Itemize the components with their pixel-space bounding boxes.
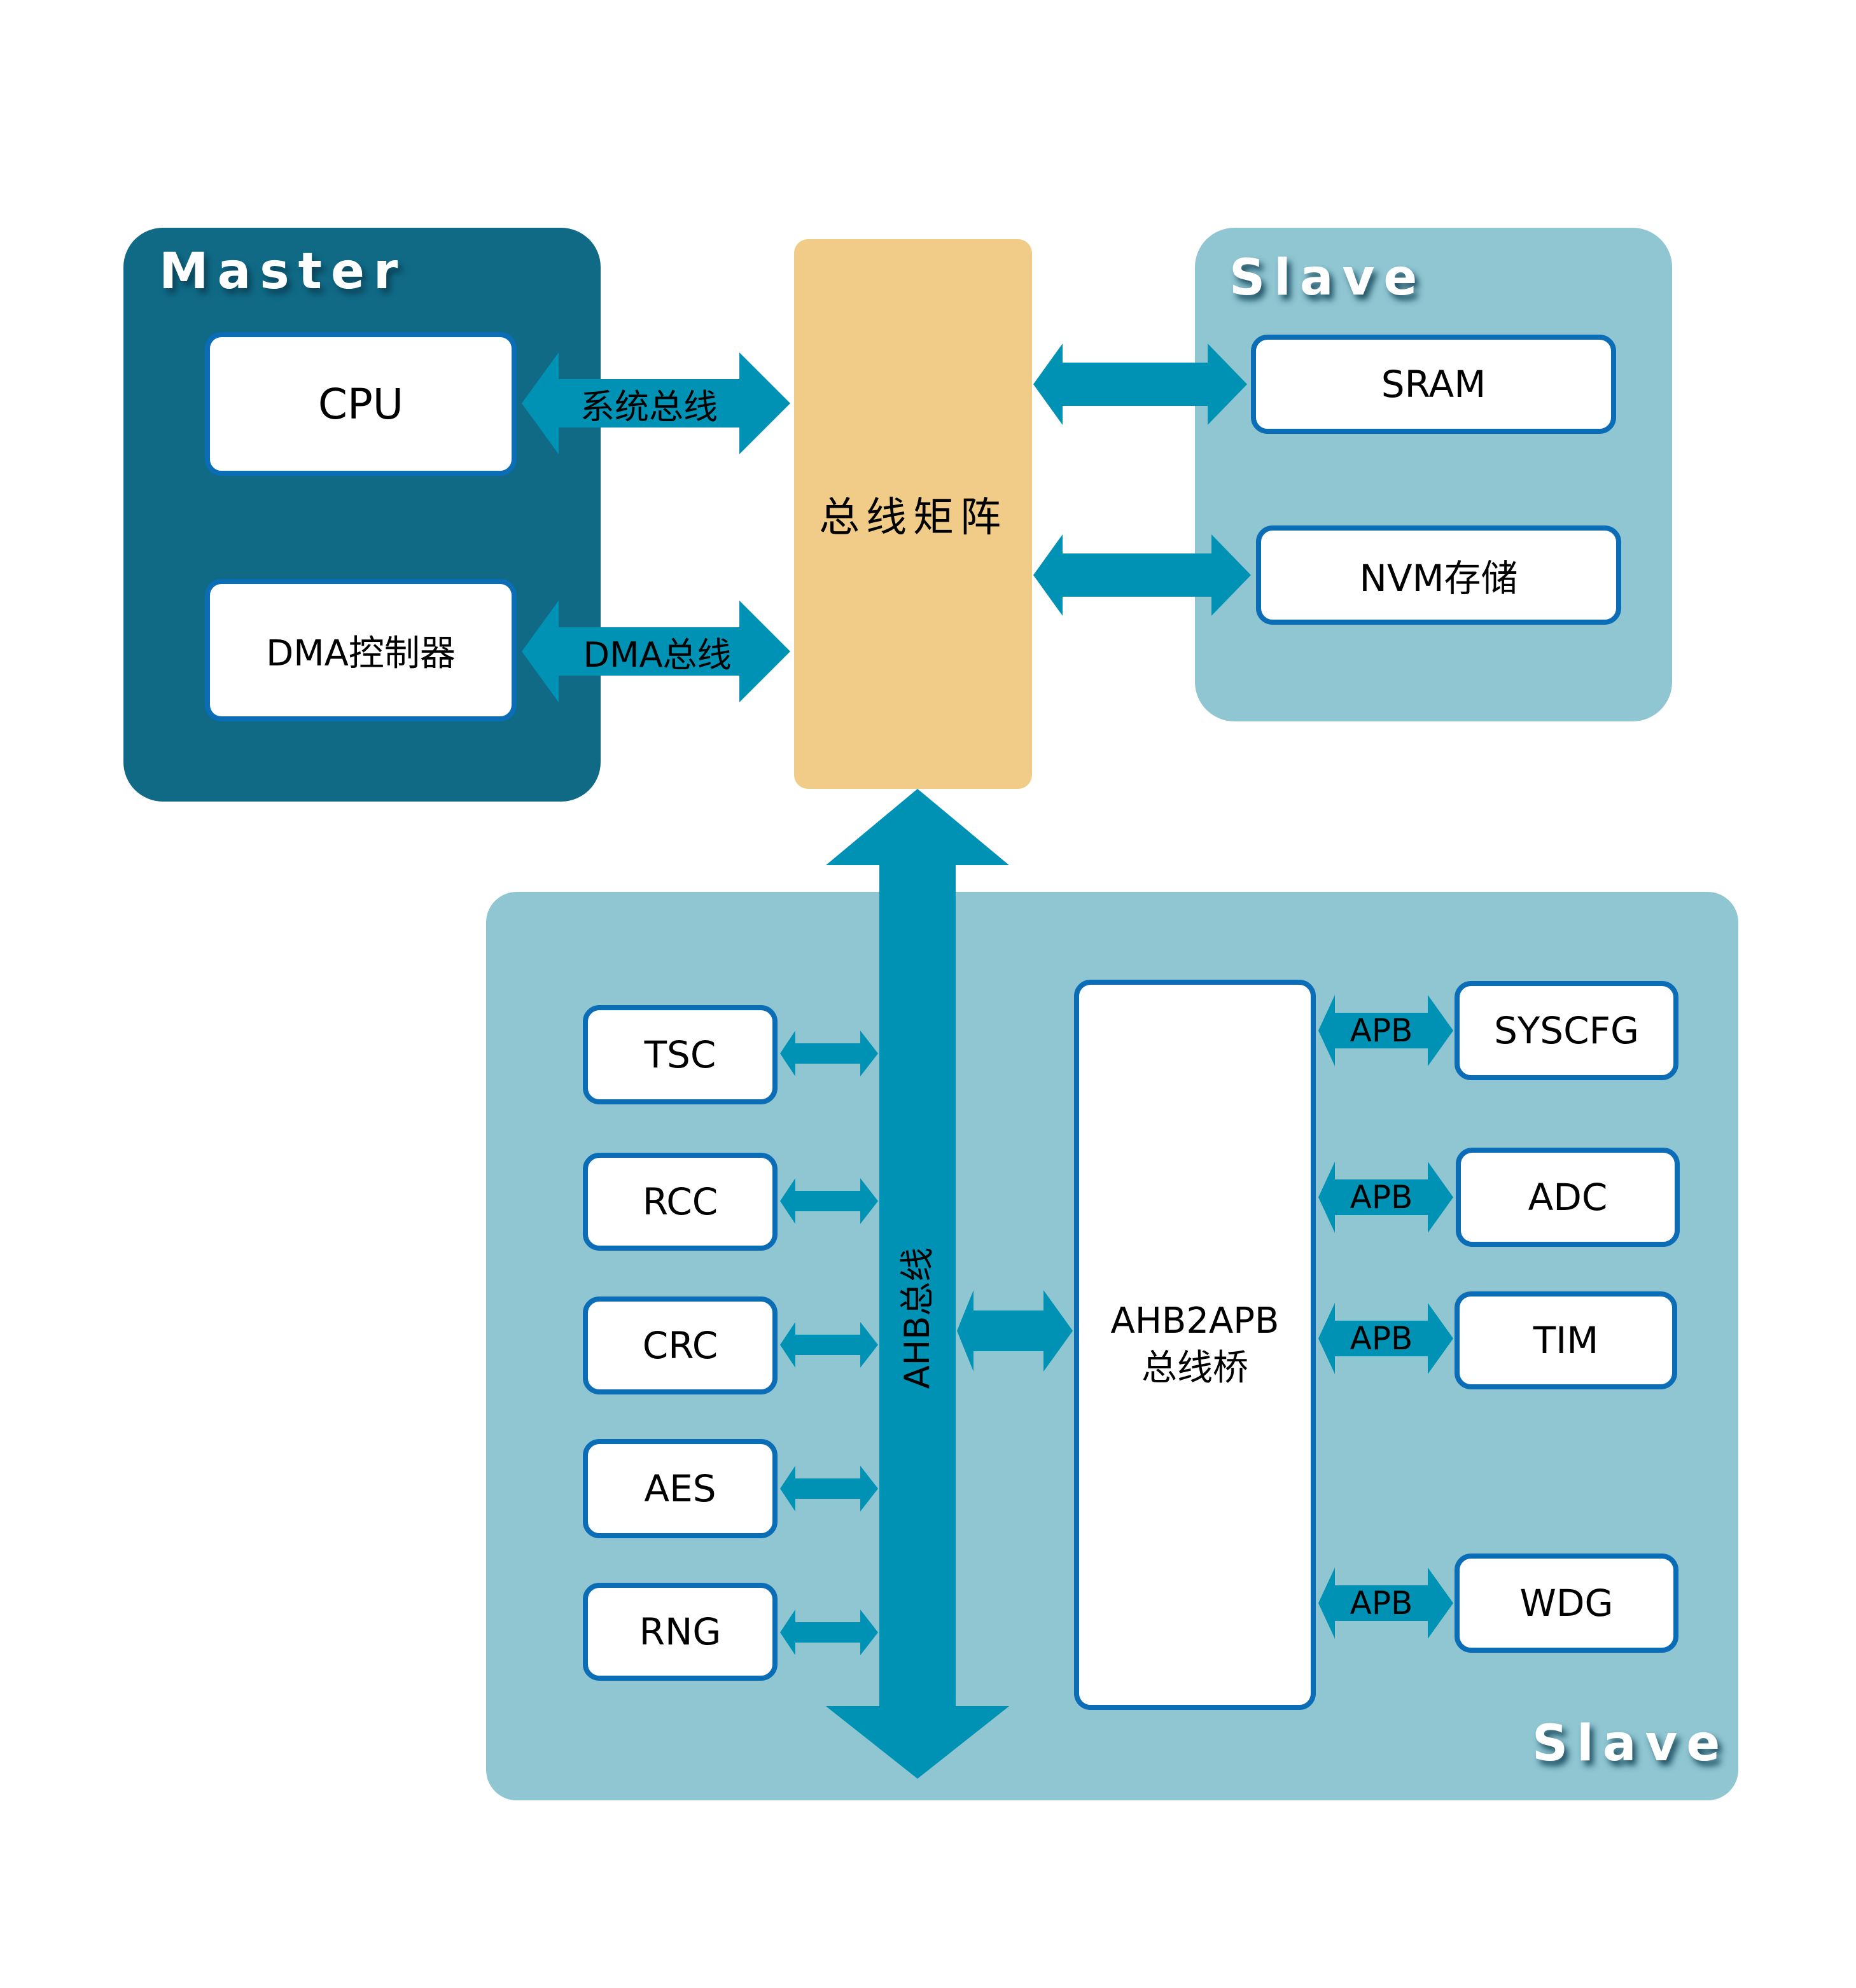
aes-label: AES: [644, 1467, 716, 1510]
apb-label-tim: APB: [1350, 1320, 1413, 1357]
syscfg-apb-arrow: [1318, 995, 1453, 1066]
apb-label-adc: APB: [1350, 1179, 1413, 1216]
sram-label: SRAM: [1381, 363, 1486, 406]
sram-bus-arrow: [1033, 344, 1247, 425]
sram-box[interactable]: SRAM: [1251, 335, 1616, 434]
ahb-peripheral-tsc[interactable]: TSC: [583, 1005, 778, 1104]
system-bus-label: 系统总线: [580, 386, 718, 427]
nvm-label: NVM存储: [1359, 557, 1518, 600]
apb-label-syscfg: APB: [1350, 1012, 1413, 1049]
tsc-label: TSC: [644, 1033, 716, 1076]
bridge-label-line2: 总线桥: [1141, 1347, 1248, 1389]
rcc-arrow: [780, 1178, 878, 1224]
rcc-label: RCC: [642, 1180, 718, 1223]
dma-controller-box[interactable]: DMA控制器: [205, 579, 517, 721]
tim-apb-arrow: [1318, 1303, 1453, 1374]
apb-label-wdg: APB: [1350, 1585, 1413, 1622]
tsc-arrow: [780, 1031, 878, 1076]
apb-peripheral-wdg[interactable]: WDG: [1455, 1554, 1678, 1653]
ahb-bus-arrow: [826, 789, 1009, 1779]
syscfg-label: SYSCFG: [1494, 1009, 1639, 1052]
adc-label: ADC: [1528, 1176, 1608, 1219]
tim-label: TIM: [1533, 1319, 1599, 1362]
ahb-peripheral-arrows: [780, 1031, 878, 1655]
slave-bottom-title: Slave: [1532, 1715, 1729, 1772]
wdg-apb-arrow: [1318, 1567, 1453, 1639]
ahb-peripheral-aes[interactable]: AES: [583, 1439, 778, 1538]
ahb-peripheral-rng[interactable]: RNG: [583, 1583, 778, 1681]
crc-label: CRC: [642, 1324, 718, 1367]
dma-bus-arrow: [522, 601, 790, 702]
ahb-peripheral-crc[interactable]: CRC: [583, 1296, 778, 1394]
wdg-label: WDG: [1519, 1581, 1614, 1625]
bridge-bus-arrow: [957, 1290, 1073, 1372]
system-bus-arrow: [522, 352, 790, 454]
apb-peripheral-adc[interactable]: ADC: [1456, 1148, 1680, 1247]
ahb2apb-bridge[interactable]: AHB2APB 总线桥: [1074, 980, 1316, 1710]
cpu-box[interactable]: CPU: [205, 332, 517, 476]
aes-arrow: [780, 1466, 878, 1512]
apb-peripheral-syscfg[interactable]: SYSCFG: [1455, 981, 1678, 1080]
dma-bus-label: DMA总线: [583, 634, 732, 675]
apb-peripheral-tim[interactable]: TIM: [1455, 1291, 1677, 1389]
dma-controller-label: DMA控制器: [266, 632, 456, 674]
adc-apb-arrow: [1318, 1162, 1453, 1233]
master-title: Master: [159, 243, 407, 300]
nvm-box[interactable]: NVM存储: [1256, 525, 1621, 625]
slave-top-group: [1195, 228, 1672, 721]
bridge-label-line1: AHB2APB: [1110, 1300, 1280, 1342]
crc-arrow: [780, 1322, 878, 1368]
ahb-bus-label: AHB总线: [897, 1247, 937, 1389]
bus-matrix[interactable]: 总线矩阵: [794, 239, 1032, 789]
slave-top-title: Slave: [1229, 249, 1427, 307]
rng-arrow: [780, 1609, 878, 1655]
apb-arrows: [1318, 995, 1453, 1639]
rng-label: RNG: [639, 1610, 722, 1653]
cpu-label: CPU: [317, 379, 404, 429]
bus-matrix-label: 总线矩阵: [819, 494, 1007, 541]
ahb-peripheral-rcc[interactable]: RCC: [583, 1153, 778, 1251]
nvm-bus-arrow: [1033, 534, 1251, 616]
